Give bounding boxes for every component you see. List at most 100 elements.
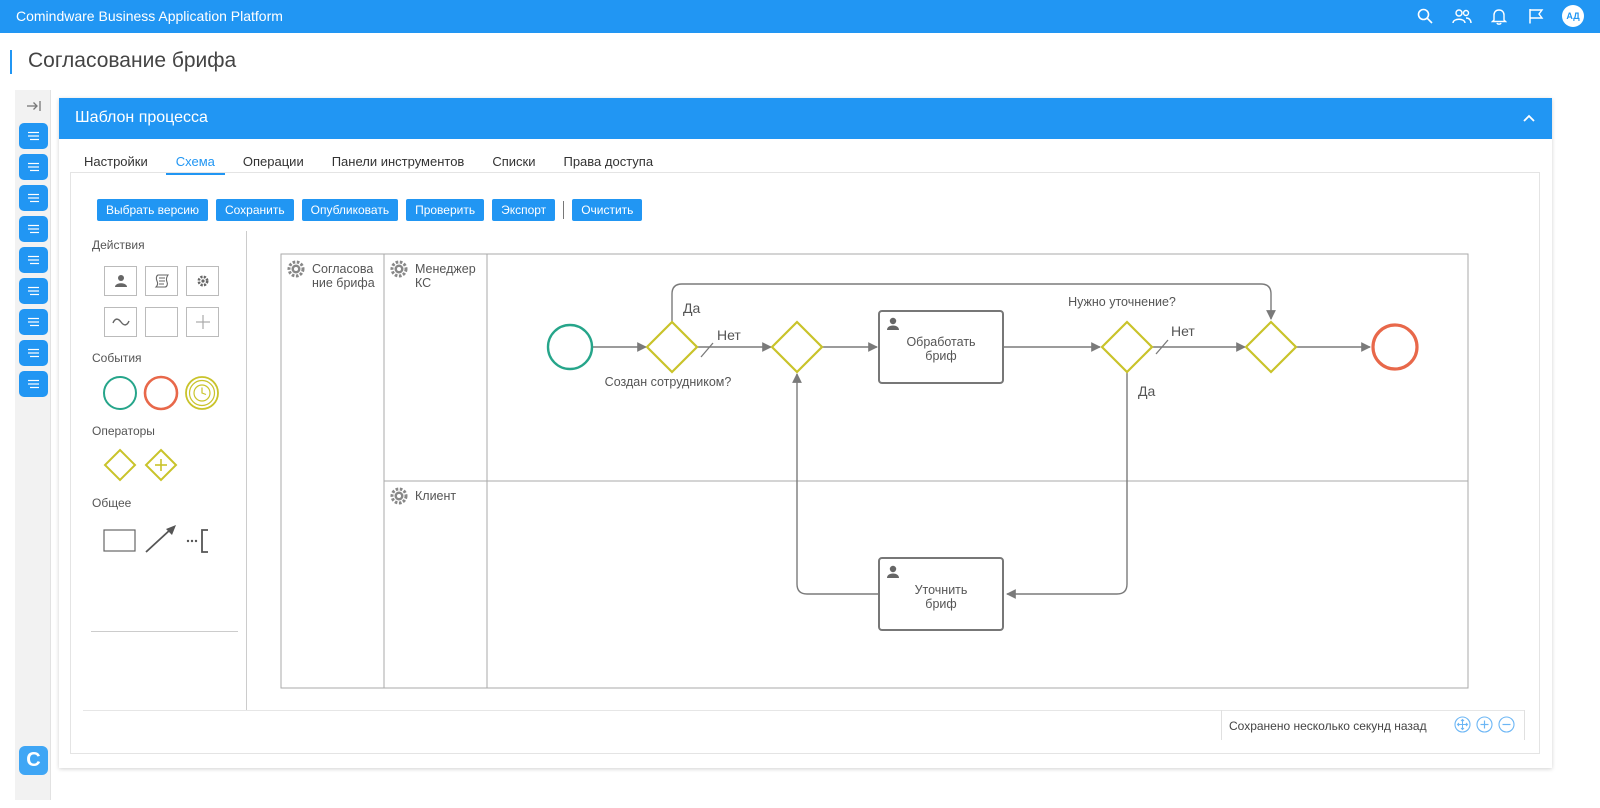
export-button[interactable]: Экспорт bbox=[492, 199, 556, 221]
collapse-arrow-icon[interactable] bbox=[25, 98, 43, 114]
flow-gateway3-yes[interactable] bbox=[1006, 372, 1128, 599]
task-clarify-brief-line-2: бриф bbox=[925, 597, 956, 611]
subprocess-icon[interactable] bbox=[104, 307, 137, 337]
tab-operations[interactable]: Операции bbox=[242, 154, 304, 169]
service-task-icon[interactable] bbox=[186, 266, 219, 296]
lane-client-name: Клиент bbox=[415, 489, 456, 503]
diagram-canvas[interactable]: Согласова ние брифа Менеджер КС Клиент bbox=[71, 173, 1539, 753]
panel-header: Шаблон процесса bbox=[59, 98, 1552, 139]
zoom-in-icon[interactable] bbox=[1476, 716, 1493, 733]
clear-button[interactable]: Очистить bbox=[572, 199, 643, 221]
palette-general-title: Общее bbox=[92, 496, 132, 510]
flow-gateway1-yes[interactable] bbox=[671, 283, 1276, 322]
check-button[interactable]: Проверить bbox=[406, 199, 485, 221]
empty-task-icon[interactable] bbox=[145, 307, 178, 337]
lane-manager-name-line-1: Менеджер bbox=[415, 262, 476, 276]
list-icon bbox=[28, 193, 39, 203]
side-menu-button-8[interactable] bbox=[19, 340, 48, 366]
timer-event-icon[interactable] bbox=[184, 375, 220, 411]
palette-actions-title: Действия bbox=[92, 238, 145, 252]
gateway-clarification-needed[interactable] bbox=[1100, 320, 1154, 374]
save-button[interactable]: Сохранить bbox=[215, 199, 294, 221]
list-icon bbox=[28, 379, 39, 389]
zoom-out-icon[interactable] bbox=[1498, 716, 1515, 733]
palette-operators-title: Операторы bbox=[92, 424, 155, 438]
list-icon bbox=[28, 286, 39, 296]
app-logo[interactable]: C bbox=[19, 746, 48, 775]
pool-icon[interactable] bbox=[102, 523, 138, 559]
flag-icon[interactable] bbox=[1525, 5, 1547, 27]
flow-task2-to-gateway2[interactable] bbox=[792, 373, 879, 595]
side-navigation: C bbox=[15, 90, 51, 800]
tab-access-rights[interactable]: Права доступа bbox=[563, 154, 654, 169]
lane-client-gear-icon[interactable] bbox=[390, 487, 408, 505]
side-menu-button-7[interactable] bbox=[19, 309, 48, 335]
flow-label-no-2[interactable]: Нет bbox=[1171, 323, 1195, 339]
search-icon[interactable] bbox=[1414, 5, 1436, 27]
list-icon bbox=[28, 348, 39, 358]
palette-divider-line bbox=[91, 631, 238, 632]
status-separator-line bbox=[83, 710, 1525, 711]
script-task-icon[interactable] bbox=[145, 266, 178, 296]
status-bar: Сохранено несколько секунд назад bbox=[1221, 710, 1525, 740]
select-version-button[interactable]: Выбрать версию bbox=[97, 199, 208, 221]
tab-scheme[interactable]: Схема bbox=[165, 147, 225, 175]
user-task-icon[interactable] bbox=[104, 266, 137, 296]
panel-title: Шаблон процесса bbox=[75, 109, 208, 126]
zoom-controls bbox=[1454, 716, 1520, 733]
side-menu-button-9[interactable] bbox=[19, 371, 48, 397]
top-icons: АД bbox=[1399, 5, 1584, 27]
palette-canvas-divider bbox=[246, 231, 247, 711]
task-process-brief-line-2: бриф bbox=[925, 349, 956, 363]
list-icon bbox=[28, 255, 39, 265]
gateway-merge[interactable] bbox=[770, 320, 824, 374]
tab-lists[interactable]: Списки bbox=[492, 154, 536, 169]
app-title[interactable]: Comindware Business Application Platform bbox=[16, 8, 283, 24]
avatar[interactable]: АД bbox=[1562, 5, 1584, 27]
list-icon bbox=[28, 317, 39, 327]
publish-button[interactable]: Опубликовать bbox=[301, 199, 399, 221]
top-bar: Comindware Business Application Platform… bbox=[0, 0, 1600, 33]
task-clarify-brief[interactable] bbox=[878, 557, 1004, 631]
end-event-icon[interactable] bbox=[143, 375, 179, 411]
save-status-text: Сохранено несколько секунд назад bbox=[1229, 719, 1427, 733]
start-event-icon[interactable] bbox=[102, 375, 138, 411]
side-menu-button-1[interactable] bbox=[19, 123, 48, 149]
side-menu-button-2[interactable] bbox=[19, 154, 48, 180]
annotation-icon[interactable] bbox=[184, 523, 220, 559]
side-menu-button-5[interactable] bbox=[19, 247, 48, 273]
gateway-final-merge[interactable] bbox=[1244, 320, 1298, 374]
designer-toolbar: Выбрать версию Сохранить Опубликовать Пр… bbox=[97, 199, 650, 221]
flow-label-no-1[interactable]: Нет bbox=[717, 327, 741, 343]
page-title-accent bbox=[10, 50, 12, 74]
add-icon[interactable] bbox=[186, 307, 219, 337]
start-event[interactable] bbox=[546, 323, 594, 371]
bell-icon[interactable] bbox=[1488, 5, 1510, 27]
list-icon bbox=[28, 162, 39, 172]
fit-icon[interactable] bbox=[1454, 716, 1471, 733]
end-event[interactable] bbox=[1371, 323, 1419, 371]
parallel-gateway-icon[interactable] bbox=[143, 447, 179, 483]
tab-settings[interactable]: Настройки bbox=[84, 154, 148, 169]
chevron-up-icon[interactable] bbox=[1522, 111, 1536, 125]
connector-arrow-icon[interactable] bbox=[143, 521, 179, 557]
side-menu-button-4[interactable] bbox=[19, 216, 48, 242]
task-process-brief[interactable] bbox=[878, 310, 1004, 384]
user-task-icon bbox=[887, 565, 899, 578]
flow-label-yes-2[interactable]: Да bbox=[1138, 383, 1155, 399]
user-task-icon bbox=[887, 317, 899, 330]
pool[interactable] bbox=[280, 253, 1469, 689]
gateway-created-by-employee[interactable] bbox=[645, 320, 699, 374]
list-icon bbox=[28, 224, 39, 234]
default-flow-mark bbox=[700, 342, 714, 358]
exclusive-gateway-icon[interactable] bbox=[102, 447, 138, 483]
flow-label-yes-1[interactable]: Да bbox=[683, 300, 700, 316]
tabs: Настройки Схема Операции Панели инструме… bbox=[74, 147, 671, 175]
side-menu-button-6[interactable] bbox=[19, 278, 48, 304]
pool-gear-icon[interactable] bbox=[287, 260, 305, 278]
users-icon[interactable] bbox=[1451, 5, 1473, 27]
tab-toolbars[interactable]: Панели инструментов bbox=[331, 154, 465, 169]
task-clarify-brief-line-1: Уточнить bbox=[915, 583, 968, 597]
lane-manager-gear-icon[interactable] bbox=[390, 260, 408, 278]
side-menu-button-3[interactable] bbox=[19, 185, 48, 211]
